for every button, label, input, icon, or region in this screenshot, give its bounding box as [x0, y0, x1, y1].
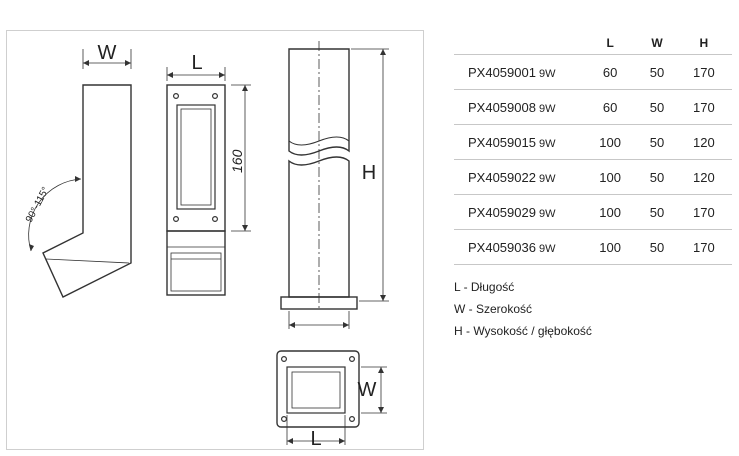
model-code: PX4059029	[468, 204, 536, 220]
model-code: PX4059036	[468, 239, 536, 255]
dimension-l-base: L	[310, 428, 321, 450]
model-code: PX4059022	[468, 169, 536, 185]
length-cell: 100	[582, 194, 639, 230]
legend-item-length: L - Długość	[454, 280, 515, 294]
width-cell: 50	[638, 124, 676, 160]
dimension-h: H	[362, 162, 376, 184]
front-view: L 160	[166, 52, 251, 296]
legend-item-height: H - Wysokość / głębokość	[454, 324, 592, 338]
legend-item-width: W - Szerokość	[454, 302, 533, 316]
width-cell: 50	[638, 229, 676, 265]
model-code: PX4059015	[468, 134, 536, 150]
length-cell: 100	[582, 229, 639, 265]
height-cell: 170	[675, 89, 732, 125]
height-cell: 170	[675, 229, 732, 265]
width-cell: 50	[638, 54, 676, 90]
header-model	[454, 32, 582, 55]
power-rating: 9W	[538, 102, 556, 115]
height-cell: 120	[675, 124, 732, 160]
header-w: W	[638, 32, 676, 55]
dimension-l-front: L	[191, 52, 202, 74]
base-view: W L	[276, 350, 387, 450]
header-l: L	[582, 32, 639, 55]
technical-drawing-panel: W 90°-115° L	[6, 30, 424, 450]
height-cell: 120	[675, 159, 732, 195]
power-rating: 9W	[538, 67, 556, 80]
dimension-w-side: W	[98, 42, 117, 64]
technical-drawing: W 90°-115° L	[24, 41, 389, 450]
tall-view: H	[280, 41, 389, 329]
length-cell: 100	[582, 159, 639, 195]
power-rating: 9W	[538, 137, 556, 150]
header-h: H	[675, 32, 732, 55]
height-cell: 170	[675, 54, 732, 90]
power-rating: 9W	[538, 242, 556, 255]
dimension-w-base: W	[358, 379, 377, 401]
length-cell: 60	[582, 89, 639, 125]
length-cell: 100	[582, 124, 639, 160]
power-rating: 9W	[538, 207, 556, 220]
table-header-row: L W H	[454, 32, 732, 55]
height-cell: 170	[675, 194, 732, 230]
model-code: PX4059001	[468, 64, 536, 80]
side-view: W 90°-115°	[24, 42, 132, 298]
dimension-legend: L - Długość W - Szerokość H - Wysokość /…	[454, 276, 592, 342]
dimension-160: 160	[229, 149, 245, 173]
width-cell: 50	[638, 159, 676, 195]
model-code: PX4059008	[468, 99, 536, 115]
angle-label: 90°-115°	[24, 185, 52, 224]
width-cell: 50	[638, 89, 676, 125]
length-cell: 60	[582, 54, 639, 90]
width-cell: 50	[638, 194, 676, 230]
power-rating: 9W	[538, 172, 556, 185]
